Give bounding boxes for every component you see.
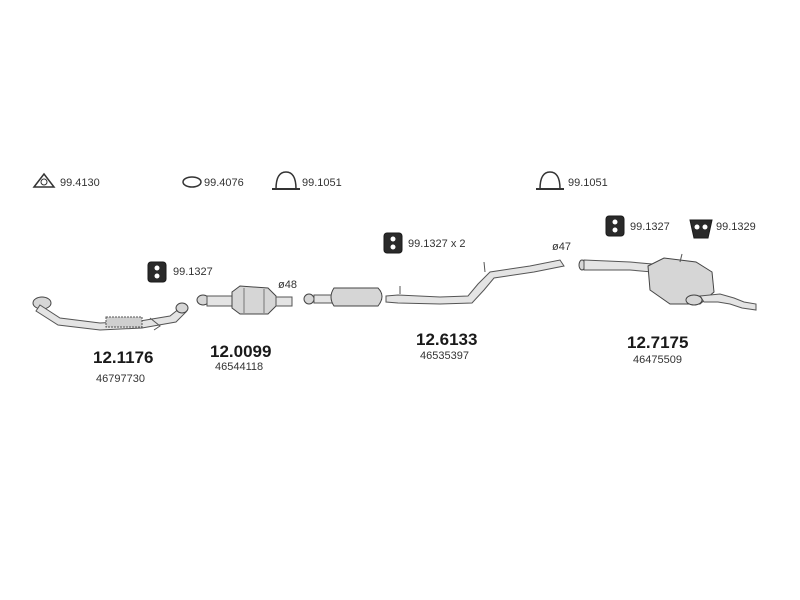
middle-silencer-code: 12.6133 [416,330,477,349]
front-pipe-oem: 46797730 [96,373,145,385]
clamp-right-part [536,171,564,190]
gasket-part [32,172,56,188]
rubber-mount-4 [689,219,713,239]
cat-converter-oem: 46544118 [215,361,263,373]
middle-silencer-part [303,259,565,307]
catalytic-converter-part [196,285,293,315]
ring-code: 99.4076 [204,177,244,189]
clamp-left-part [272,171,300,190]
rubber-mount-2 [383,232,403,254]
rear-silencer-oem: 46475509 [633,354,682,366]
middle-silencer-oem: 46535397 [420,350,469,362]
mount-1-code: 99.1327 [173,266,213,278]
rubber-mount-3 [605,215,625,237]
front-pipe-code: 12.1176 [93,348,154,367]
rear-inlet-diameter: ø47 [552,241,571,253]
mount-3-code: 99.1327 [630,221,670,233]
clamp-right-code: 99.1051 [568,177,608,189]
mount-2-code: 99.1327 x 2 [408,238,466,250]
gasket-code: 99.4130 [60,177,100,189]
rear-silencer-code: 12.7175 [627,333,688,352]
rear-silencer-part [578,253,757,311]
clamp-left-code: 99.1051 [302,177,342,189]
mount-4-code: 99.1329 [716,221,756,233]
cat-converter-code: 12.0099 [210,342,271,361]
front-pipe-part [32,296,189,331]
rubber-mount-1 [147,261,167,283]
cat-outlet-diameter: ø48 [278,279,297,291]
ring-part [182,176,202,188]
